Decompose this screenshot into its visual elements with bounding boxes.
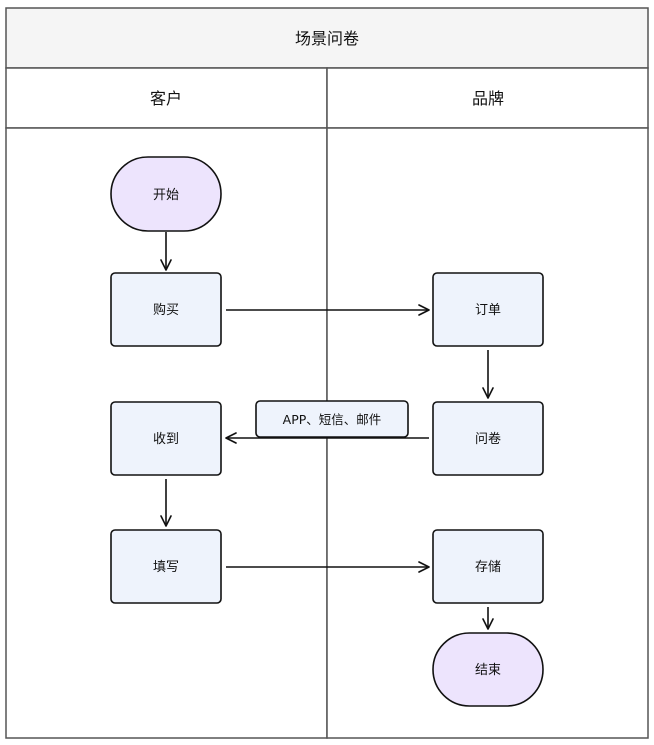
diagram-title: 场景问卷 [295, 29, 359, 48]
node-purchase [110, 272, 222, 347]
lane-header-brand [326, 67, 649, 129]
node-receive [110, 401, 222, 476]
channel-label: APP、短信、邮件 [283, 412, 382, 427]
title-header [5, 7, 649, 69]
lane-header-customer [5, 67, 328, 129]
node-end-label: 结束 [475, 663, 501, 678]
node-start [110, 156, 222, 232]
node-fill [110, 529, 222, 604]
channel-label-box [255, 400, 409, 438]
node-end [432, 632, 544, 707]
node-purchase-label: 购买 [153, 302, 179, 318]
node-fill-label: 填写 [153, 560, 179, 575]
node-order-label: 订单 [475, 303, 501, 318]
node-receive-label: 收到 [153, 432, 179, 447]
node-start-label: 开始 [153, 188, 179, 203]
node-questionnaire-label: 问卷 [475, 431, 501, 447]
node-store-label: 存储 [475, 560, 501, 575]
lane-label-customer: 客户 [150, 89, 182, 108]
node-store [432, 529, 544, 604]
lane-label-brand: 品牌 [472, 89, 504, 108]
node-order [432, 272, 544, 347]
node-questionnaire [432, 401, 544, 476]
